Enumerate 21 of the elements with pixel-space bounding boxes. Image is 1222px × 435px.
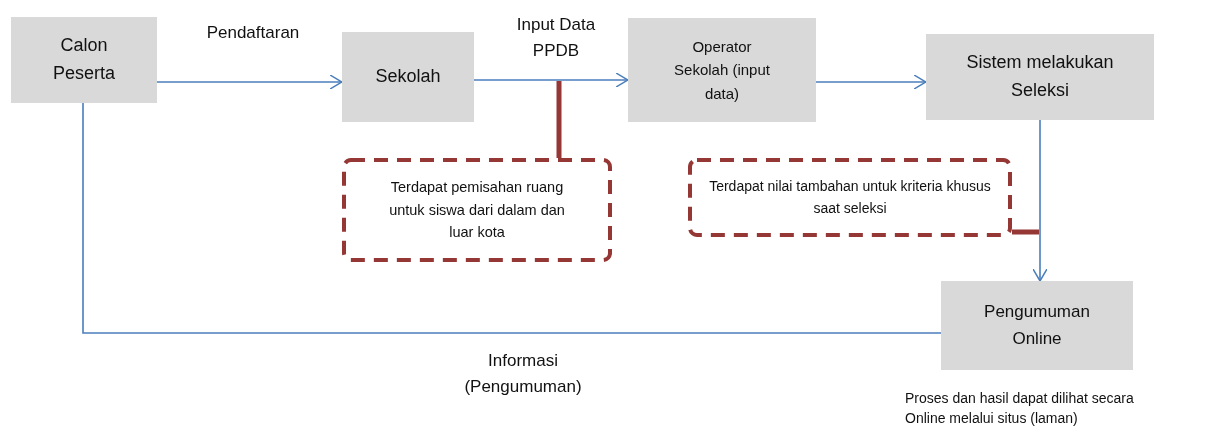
box-label: Sistem melakukan Seleksi bbox=[965, 51, 1115, 102]
arrow bbox=[473, 72, 629, 88]
process-box bbox=[342, 32, 474, 122]
process-box bbox=[628, 18, 816, 122]
note-text: Terdapat pemisahan ruang untuk siswa dari dalam dan luar kota bbox=[388, 178, 566, 243]
process-box bbox=[11, 17, 157, 103]
note-box bbox=[342, 158, 612, 262]
note-box bbox=[688, 158, 1012, 237]
box-label: Sekolah bbox=[375, 65, 441, 89]
process-box bbox=[926, 34, 1154, 120]
box-label: Calon Peserta bbox=[51, 34, 116, 85]
arrow bbox=[1032, 119, 1048, 282]
box-label: Pengumuman Online bbox=[983, 301, 1091, 350]
note-text: Proses dan hasil dapat dilihat secara Online melalui situs (laman) bbox=[905, 389, 1135, 429]
leader-line bbox=[556, 81, 562, 158]
box-label: Operator Sekolah (input data) bbox=[673, 37, 771, 104]
arrow bbox=[815, 74, 927, 90]
arrow bbox=[156, 74, 343, 90]
note-text: Terdapat nilai tambahan untuk kriteria khusus saat seleksi bbox=[708, 176, 992, 218]
leader-line bbox=[1012, 229, 1039, 235]
connector-line bbox=[82, 102, 942, 334]
